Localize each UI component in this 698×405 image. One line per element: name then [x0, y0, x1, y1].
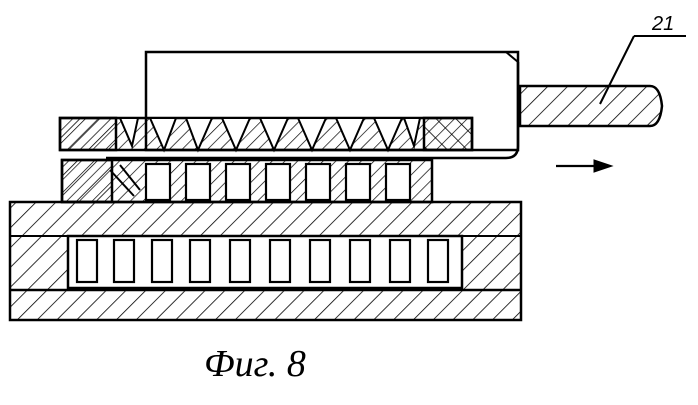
push-rod — [520, 86, 662, 126]
middle-slots — [146, 164, 410, 200]
motion-arrow — [556, 160, 612, 172]
reference-label-21: 21 — [651, 13, 674, 35]
figure-caption: Фиг. 8 — [0, 342, 510, 386]
